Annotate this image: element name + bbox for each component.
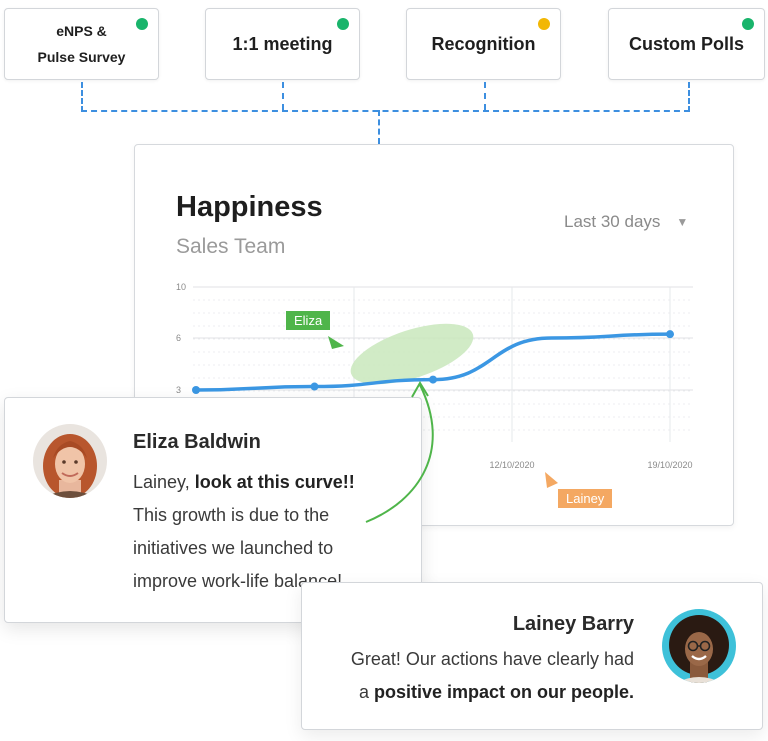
status-dot [742,18,754,30]
eliza-avatar [33,424,107,498]
custom-polls-card[interactable]: Custom Polls [608,8,765,80]
x-tick-label: 19/10/2020 [647,460,692,470]
eliza-name: Eliza Baldwin [133,431,261,453]
status-dot [538,18,550,30]
connector-line [378,110,380,144]
x-tick-label: 12/10/2020 [489,460,534,470]
eliza-pointer-icon [328,336,344,349]
y-tick-label: 6 [176,333,181,343]
data-point [429,375,437,384]
recognition-card[interactable]: Recognition [406,8,561,80]
lainey-avatar [662,609,736,683]
y-tick-label: 3 [176,385,181,395]
connector-line [484,82,486,110]
data-point [310,382,319,391]
y-tick-label: 10 [176,282,186,292]
enps-pulse-survey-card[interactable]: eNPS & Pulse Survey [4,8,159,80]
lainey-pointer-icon [545,472,558,488]
lainey-name: Lainey Barry [512,613,634,635]
data-point [192,386,200,394]
date-range-value: Last 30 days [564,212,661,231]
team-subtitle: Sales Team [176,235,286,258]
card-label: Recognition [431,33,536,54]
eliza-message: Lainey, look at this curve!! This growth… [133,472,355,591]
enps-card-label-line1: eNPS & [56,23,107,39]
connector-line [282,82,284,110]
chevron-down-icon: ▼ [676,215,689,229]
lainey-message: Great! Our actions have clearly had a po… [350,649,634,702]
card-label: Custom Polls [628,33,744,54]
one-on-one-meeting-card[interactable]: 1:1 meeting [205,8,360,80]
page-title: Happiness [176,191,323,223]
lainey-reply-card: Lainey Barry Great! Our actions have cle… [301,582,763,730]
status-dot [136,18,148,30]
connector-line [81,82,690,112]
card-label: 1:1 meeting [232,33,333,54]
enps-card-label-line2: Pulse Survey [37,49,126,65]
status-dot [337,18,349,30]
data-point [666,330,674,339]
growth-highlight [350,323,474,385]
date-range-dropdown[interactable]: Last 30 days ▼ [564,212,688,232]
lainey-annotation-tag: Lainey [558,489,613,508]
eliza-annotation-tag: Eliza [286,311,331,330]
